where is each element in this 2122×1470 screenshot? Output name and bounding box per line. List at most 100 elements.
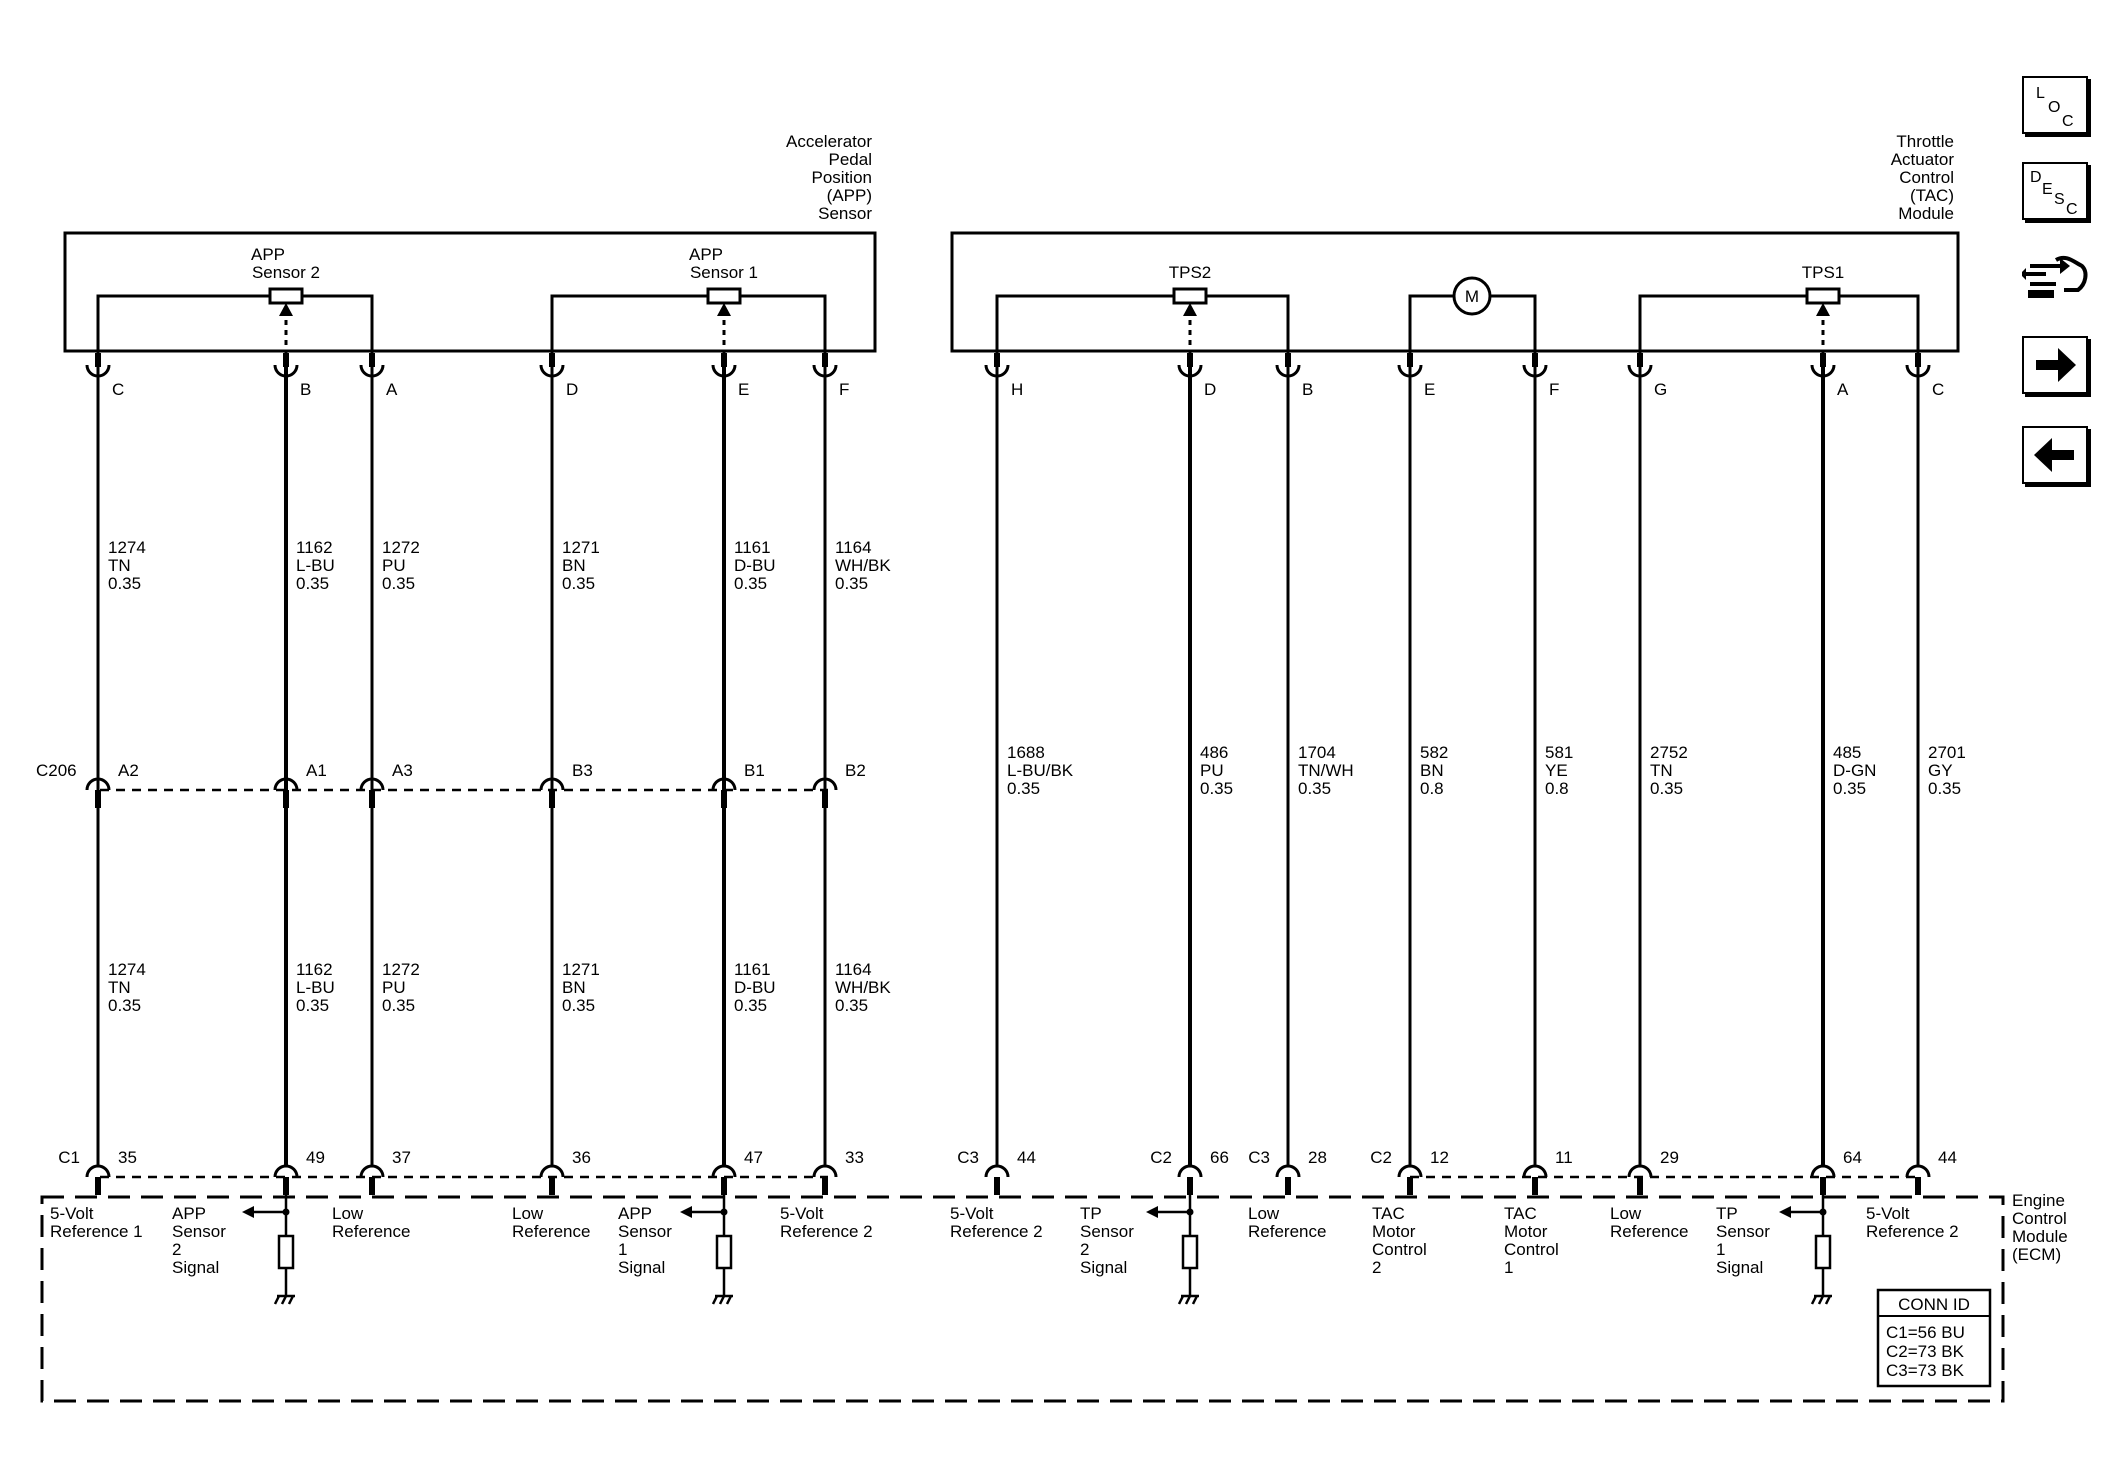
wire-label: 1161 (734, 538, 771, 557)
wire-label: L-BU (296, 978, 335, 997)
component-terminal (359, 364, 385, 378)
svg-text:(TAC): (TAC) (1910, 186, 1954, 205)
ecm-function-label: Reference 2 (1866, 1222, 1959, 1241)
terminal-stub (369, 353, 375, 367)
wire-label: YE (1545, 761, 1568, 780)
ecm-terminal (711, 1164, 737, 1178)
svg-text:Position: Position (812, 168, 872, 187)
c206-pin-label: B2 (845, 761, 866, 780)
terminal-stub (1187, 1177, 1193, 1195)
terminal-stub (721, 790, 727, 808)
ecm-connector-label: C3 (1248, 1148, 1270, 1167)
conn-id-row: C1=56 BU (1886, 1323, 1965, 1342)
svg-text:Accelerator: Accelerator (786, 132, 872, 151)
component-pin-label: B (300, 380, 311, 399)
svg-text:Control: Control (1899, 168, 1954, 187)
wire-label: PU (382, 978, 406, 997)
svg-text:Module: Module (2012, 1227, 2068, 1246)
wire-label: 0.35 (1200, 779, 1233, 798)
ecm-function-label: Reference (1610, 1222, 1688, 1241)
component-pin-label: E (738, 380, 749, 399)
wire-label: 582 (1420, 743, 1448, 762)
wire-label: 1161 (734, 960, 771, 979)
terminal-stub (822, 1177, 828, 1195)
component-pin-label: H (1011, 380, 1023, 399)
ecm-terminal (359, 1164, 385, 1178)
desc-letter: S (2054, 191, 2065, 208)
ecm-function-label: Signal (1080, 1258, 1127, 1277)
wire-label: PU (1200, 761, 1224, 780)
wire-label: 0.35 (1833, 779, 1866, 798)
desc-letter: D (2030, 169, 2042, 186)
c206-pin-label: B3 (572, 761, 593, 780)
wire-label: 1271 (562, 538, 600, 557)
wire-label: 0.8 (1545, 779, 1569, 798)
previous-button[interactable] (2022, 426, 2088, 484)
ecm-pin-label: 29 (1660, 1148, 1679, 1167)
connector-view-button[interactable] (2020, 244, 2092, 314)
loc-button[interactable]: L O C (2022, 76, 2088, 134)
app1-wiper-arrowhead (717, 303, 731, 316)
component-terminal (1522, 364, 1548, 378)
ecm-connector-label: C3 (957, 1148, 979, 1167)
component-terminal (1275, 364, 1301, 378)
wire-label: 1704 (1298, 743, 1336, 762)
conn-id-header: CONN ID (1898, 1295, 1970, 1314)
ecm-function-label: Signal (618, 1258, 665, 1277)
ecm-terminal (1522, 1164, 1548, 1178)
terminal-stub (1407, 353, 1413, 367)
circuit-layer: C1274TN0.35A21274TN0.3535C15-VoltReferen… (50, 353, 1966, 1277)
ecm-function-label: Signal (172, 1258, 219, 1277)
svg-text:Engine: Engine (2012, 1191, 2065, 1210)
wire-label: 1271 (562, 960, 600, 979)
c206-pin-label: A3 (392, 761, 413, 780)
next-arrow-icon (2036, 348, 2076, 382)
wire-label: 2701 (1928, 743, 1966, 762)
ecm-terminal (539, 1164, 565, 1178)
wire-label: 1272 (382, 538, 420, 557)
component-pin-label: D (566, 380, 578, 399)
terminal-stub (95, 790, 101, 808)
next-button[interactable] (2022, 336, 2088, 394)
ecm-function-label: 5-Volt (780, 1204, 824, 1223)
ecm-function-label: Reference 2 (780, 1222, 873, 1241)
tps2-wiper-arrowhead (1183, 303, 1197, 316)
terminal-stub (1637, 1177, 1643, 1195)
wire-label: TN (108, 978, 131, 997)
c206-terminal (359, 777, 385, 791)
wire-label: 0.35 (382, 574, 415, 593)
ecm-pin-label: 44 (1938, 1148, 1957, 1167)
component-pin-label: D (1204, 380, 1216, 399)
c206-connector-label: C206 (36, 761, 77, 780)
component-terminal (711, 364, 737, 378)
ecm-function-label: TP (1716, 1204, 1738, 1223)
ecm-terminal (1397, 1164, 1423, 1178)
svg-text:(APP): (APP) (827, 186, 872, 205)
wire-label: TN (108, 556, 131, 575)
ecm-function-label: Signal (1716, 1258, 1763, 1277)
terminal-stub (1532, 1177, 1538, 1195)
ecm-box (40, 1195, 2005, 1403)
component-pin-label: F (839, 380, 849, 399)
app1-resistor (706, 287, 742, 305)
ecm-pin-label: 47 (744, 1148, 763, 1167)
ecm-terminal (273, 1164, 299, 1178)
wire-label: 1274 (108, 960, 146, 979)
desc-button[interactable]: D E S C (2022, 162, 2088, 220)
ecm-function-label: Sensor (618, 1222, 672, 1241)
ecm-connector-label: C1 (58, 1148, 80, 1167)
loc-letter: O (2048, 99, 2061, 116)
ecm-terminal (1905, 1164, 1931, 1178)
wire-label: 0.35 (296, 996, 329, 1015)
c206-terminal (273, 777, 299, 791)
terminal-stub (283, 790, 289, 808)
component-pin-label: C (112, 380, 124, 399)
ecm-function-label: Reference (332, 1222, 410, 1241)
wire-label: L-BU (296, 556, 335, 575)
wire-label: 2752 (1650, 743, 1688, 762)
app1-signal-circuit (690, 1190, 733, 1305)
wire-label: 1164 (835, 960, 872, 979)
previous-arrow-icon (2034, 438, 2074, 472)
ecm-function-label: APP (618, 1204, 652, 1223)
component-terminal (539, 364, 565, 378)
